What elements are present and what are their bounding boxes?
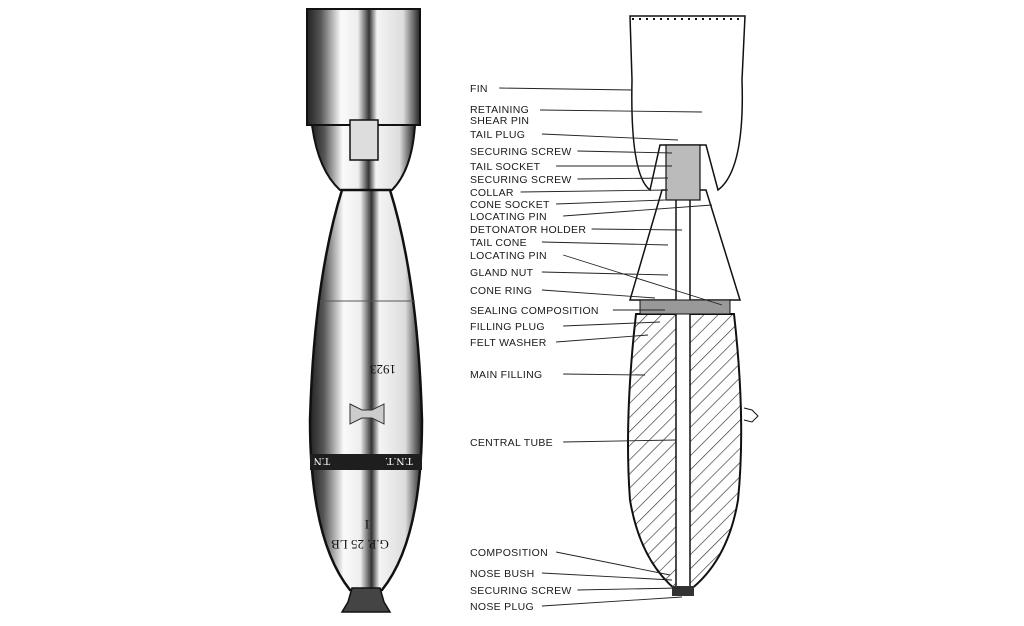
leader-line [520, 189, 669, 193]
fin-outline [629, 15, 746, 192]
callout-label: LOCATING PIN [470, 211, 547, 223]
callout-label: TAIL CONE [470, 237, 527, 249]
side-lug [743, 407, 759, 423]
leader-line [541, 572, 673, 581]
callout-label: CONE RING [470, 285, 532, 297]
marking-designation: G.P. 25 LB [331, 537, 389, 552]
sectional-bomb [627, 15, 759, 596]
tail-fin-box [306, 8, 421, 126]
marking-year: 1923 [370, 362, 396, 377]
central-tube [675, 149, 691, 593]
leader-line [563, 254, 723, 306]
callout-label: GLAND NUT [470, 267, 534, 279]
leader-line [556, 551, 671, 576]
callout-label: COMPOSITION [470, 547, 548, 559]
marking-filling: T.N.T. [385, 455, 413, 467]
filling-band [310, 454, 422, 470]
leader-line [577, 150, 673, 154]
leader-line [539, 109, 703, 113]
leader-line [541, 271, 669, 276]
leader-line [499, 87, 633, 91]
leader-line [563, 439, 677, 443]
cone-ring [639, 299, 731, 315]
callout-label: TAIL SOCKET [470, 161, 541, 173]
leader-line [556, 334, 649, 343]
leader-line [563, 321, 661, 327]
callout-label: FIN [470, 83, 488, 95]
lifting-lug [349, 403, 385, 425]
leader-line [541, 241, 669, 246]
callout-label: SECURING SCREW [470, 146, 572, 158]
callout-label: DETONATOR HOLDER [470, 224, 586, 236]
leader-line [563, 204, 713, 217]
leader-line [577, 587, 681, 591]
callout-label: SHEAR PIN [470, 115, 529, 127]
callout-label: NOSE BUSH [470, 568, 535, 580]
body [308, 188, 424, 592]
callout-label: CONE SOCKET [470, 199, 550, 211]
leader-line [577, 177, 669, 180]
callout-label: SEALING COMPOSITION [470, 305, 599, 317]
nose-fuze [340, 587, 392, 613]
callout-label: COLLAR [470, 187, 514, 199]
tail-plug [349, 119, 379, 161]
tail-socket [665, 144, 701, 201]
callout-label: FELT WASHER [470, 337, 547, 349]
callout-label: CENTRAL TUBE [470, 437, 553, 449]
exterior-bomb: 1923 T.N.T. T.N I G.P. 25 LB [306, 8, 424, 613]
leader-line [541, 596, 683, 607]
marking-mark-number: I [365, 517, 369, 532]
callout-label: MAIN FILLING [470, 369, 542, 381]
leader-line [556, 199, 666, 205]
callout-label: TAIL PLUG [470, 129, 525, 141]
callout-label: RETAINING [470, 104, 529, 116]
callout-label: NOSE PLUG [470, 601, 534, 613]
marking-filling-partial: T.N [314, 455, 331, 467]
callout-label: SECURING SCREW [470, 174, 572, 186]
leader-line [541, 133, 679, 141]
leader-line [541, 289, 656, 299]
nose-plug [672, 586, 694, 596]
leader-line [591, 228, 683, 231]
leader-line [563, 373, 646, 376]
callout-label: SECURING SCREW [470, 585, 572, 597]
callout-label: FILLING PLUG [470, 321, 545, 333]
callout-label: LOCATING PIN [470, 250, 547, 262]
